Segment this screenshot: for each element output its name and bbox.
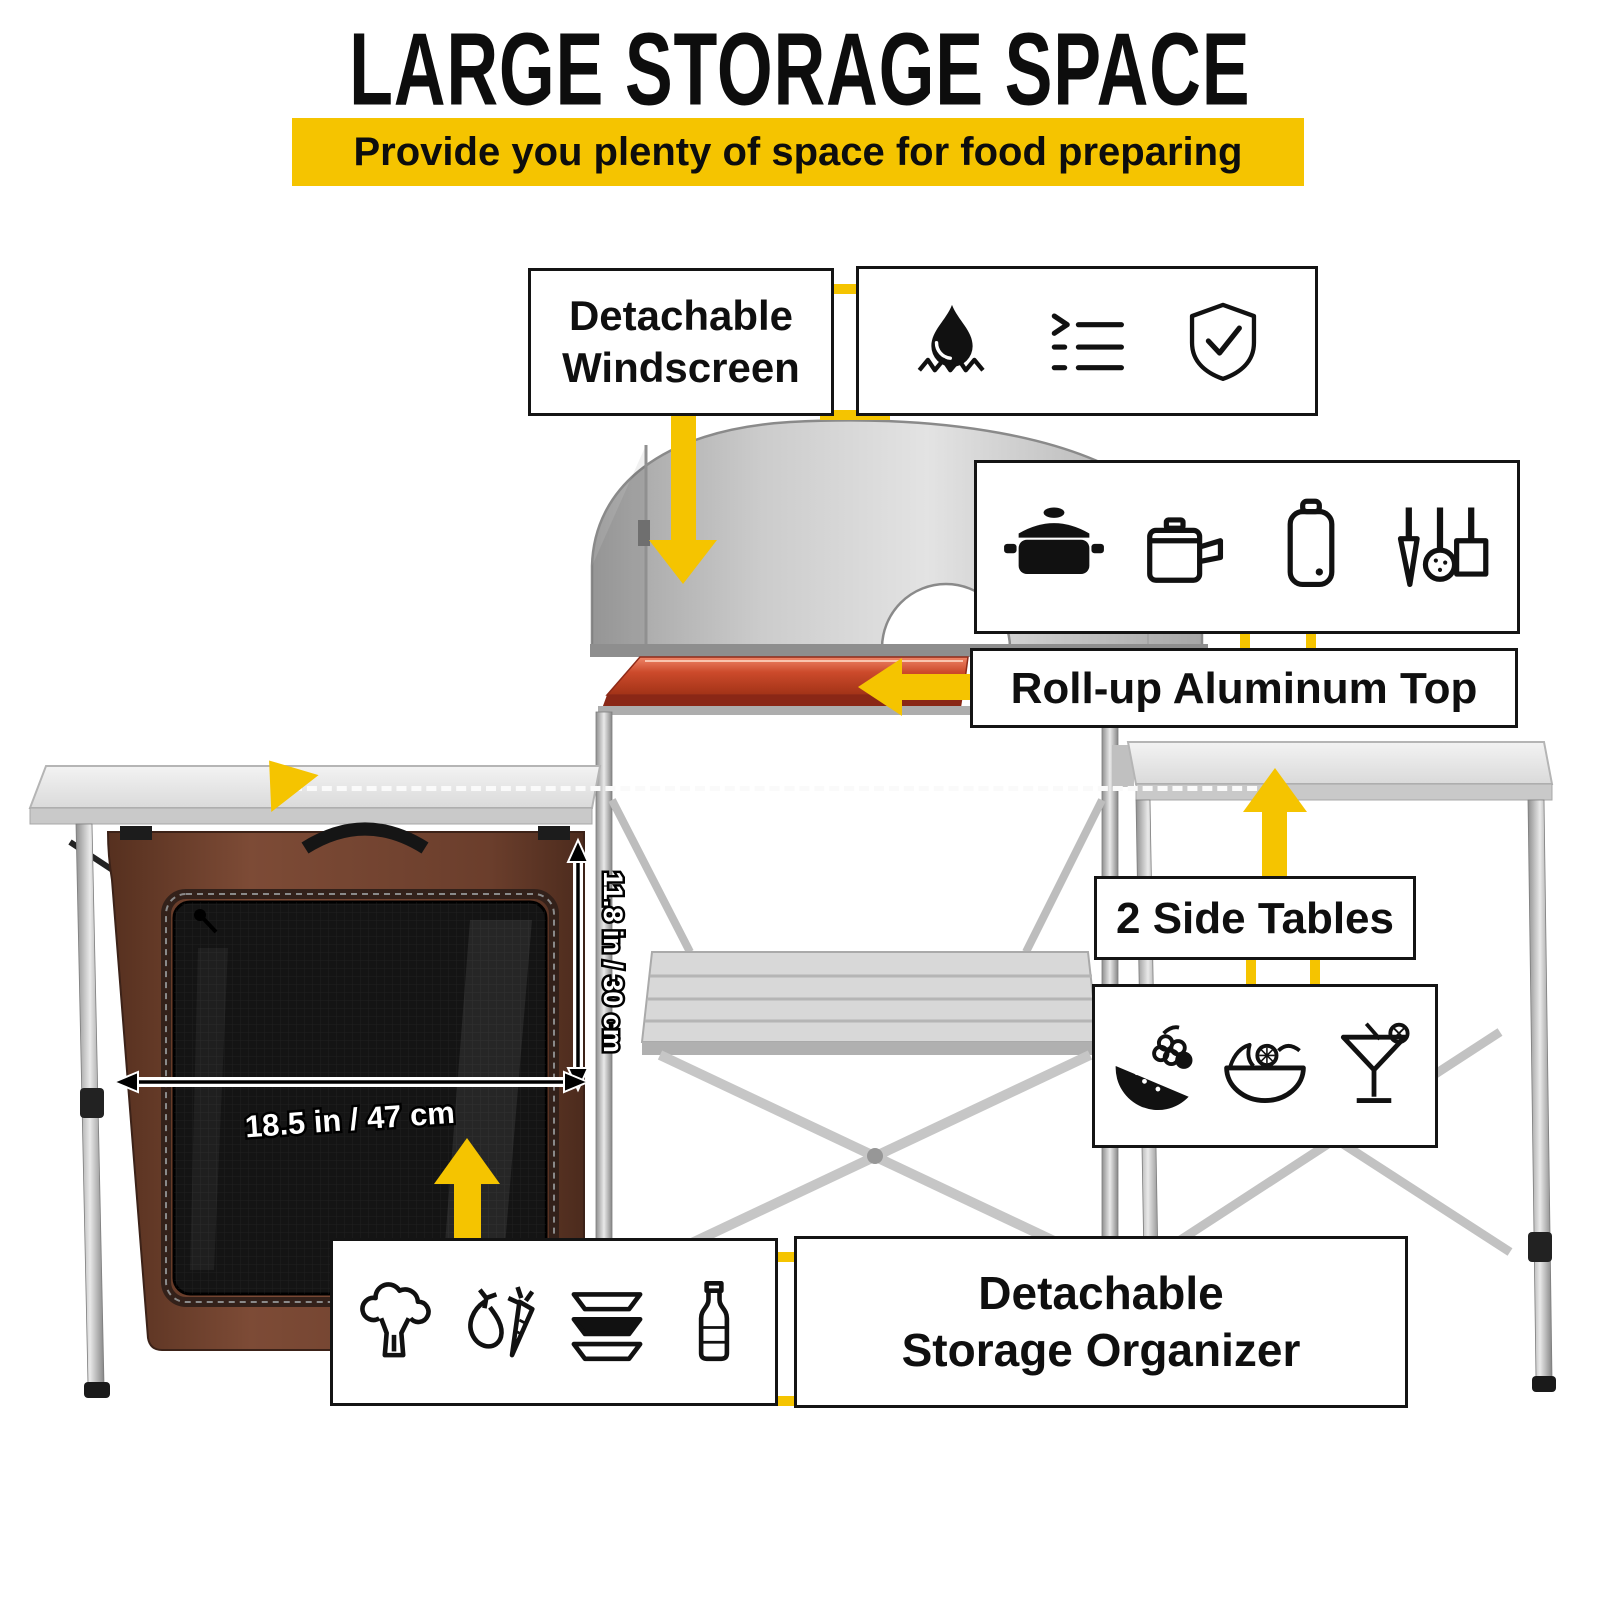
shield-check-icon	[1180, 298, 1266, 384]
right-table-arrow-head	[1243, 768, 1307, 812]
callout-food-icons	[1092, 984, 1438, 1148]
cocktail-icon	[1326, 1018, 1422, 1114]
callout-storage-icons	[330, 1238, 778, 1406]
salad-icon	[1217, 1018, 1313, 1114]
rollup-arrow	[900, 674, 972, 700]
watermelon-icon	[1108, 1018, 1204, 1114]
side-tables-dashed-line	[292, 786, 1272, 791]
callout-windscreen-label: Detachable Windscreen	[528, 268, 834, 416]
pot-icon	[1002, 495, 1106, 599]
left-table-leg	[75, 823, 110, 1398]
subtitle-banner: Provide you plenty of space for food pre…	[292, 118, 1304, 186]
windscreen-arrow	[671, 408, 696, 542]
plates-icon	[561, 1276, 653, 1368]
page-title: LARGE STORAGE SPACE	[349, 12, 1251, 128]
rollup-arrow-head	[858, 658, 902, 716]
bottle-icon	[668, 1276, 760, 1368]
callout-storage-label: Detachable Storage Organizer	[794, 1236, 1408, 1408]
storage-arrow	[454, 1182, 481, 1240]
cutting-board-icon	[1259, 495, 1363, 599]
vegetables-icon	[455, 1276, 547, 1368]
callout-rollup-label: Roll-up Aluminum Top	[970, 648, 1518, 728]
height-dimension-label: 11.8 in / 30 cm	[598, 871, 628, 1053]
right-table-arrow	[1262, 810, 1287, 878]
height-dimension: 11.8 in / 30 cm	[566, 837, 631, 1093]
callout-side-tables-label: 2 Side Tables	[1094, 876, 1416, 960]
checklist-icon	[1044, 298, 1130, 384]
waterproof-icon	[909, 298, 995, 384]
storage-arrow-head	[434, 1138, 500, 1184]
utensils-icon	[1388, 495, 1492, 599]
callout-feature-icons	[856, 266, 1318, 416]
callout-cookware-icons	[974, 460, 1520, 634]
right-side-table	[1112, 741, 1556, 1392]
middle-shelf	[608, 798, 1106, 1263]
kettle-icon	[1131, 495, 1235, 599]
broccoli-icon	[348, 1276, 440, 1368]
windscreen-arrow-head	[649, 540, 717, 584]
